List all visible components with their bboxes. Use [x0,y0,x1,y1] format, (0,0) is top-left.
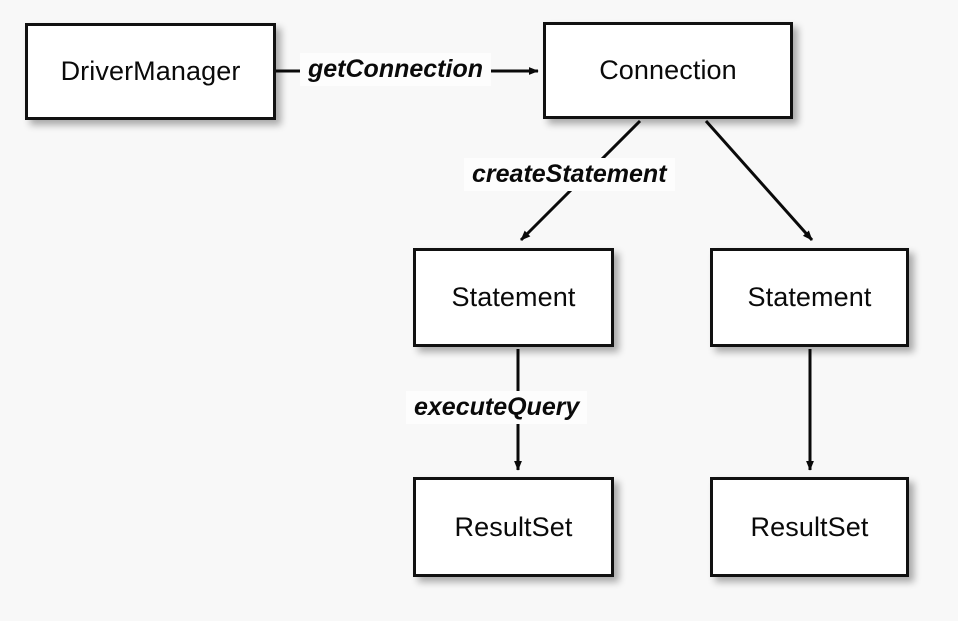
edge-create-statement-right-line [704,120,814,241]
node-statement-right[interactable]: Statement [710,248,909,347]
node-resultset-right-label: ResultSet [750,511,869,542]
edge-label-create-statement: createStatement [464,158,675,192]
node-resultset-left-label: ResultSet [454,511,573,542]
node-driver-manager-label: DriverManager [60,56,241,86]
node-connection-label: Connection [599,55,737,85]
node-resultset-left[interactable]: ResultSet [413,477,614,577]
node-driver-manager[interactable]: DriverManager [25,23,276,120]
node-statement-right-label: Statement [747,282,872,312]
edge-label-execute-query: executeQuery [406,391,588,425]
node-resultset-right[interactable]: ResultSet [710,477,909,577]
node-connection[interactable]: Connection [543,22,793,119]
edge-label-get-connection: getConnection [300,53,491,87]
node-statement-left-label: Statement [451,282,576,312]
node-statement-left[interactable]: Statement [413,248,614,347]
